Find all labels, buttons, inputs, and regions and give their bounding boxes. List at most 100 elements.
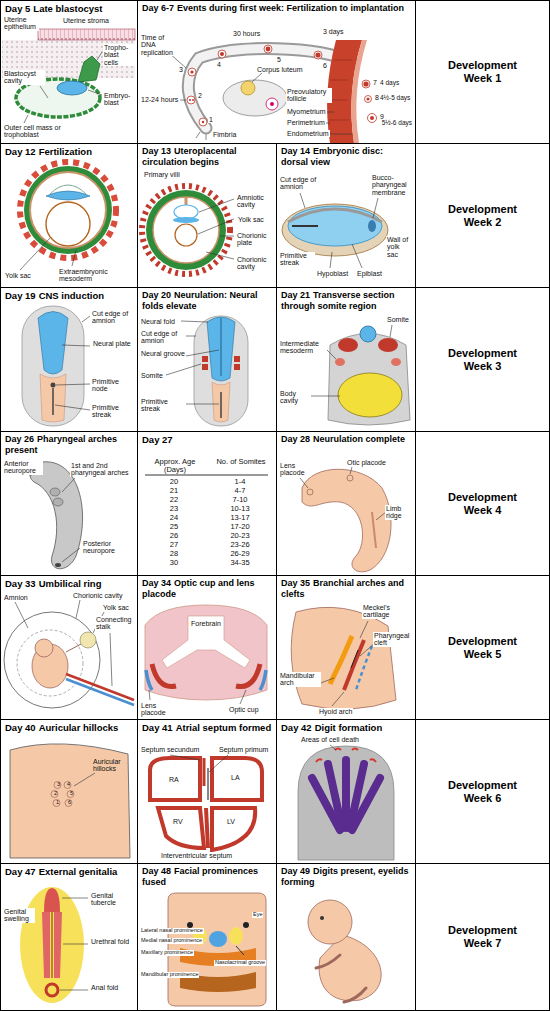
part-label: Eye <box>252 912 263 918</box>
panel-heading: Day 5Late blastocyst <box>1 1 137 17</box>
first-week-art-part-part <box>330 80 348 81</box>
day13-art-part <box>142 186 230 274</box>
day28-art <box>300 467 391 572</box>
first-week-art-part-part <box>367 98 370 101</box>
first-week-art-part-part <box>326 134 352 135</box>
day-number: Day 26 <box>5 434 34 444</box>
table-cell: 21 <box>148 487 200 495</box>
day26-art <box>30 462 83 569</box>
day35-art-part-part <box>360 621 368 638</box>
part-label: Endometrium <box>286 130 330 137</box>
panel-heading: Day 26Pharyngeal arches present <box>1 432 137 458</box>
day-number: Day 21 <box>281 290 310 300</box>
part-label: 7 <box>372 79 378 86</box>
day-number: Day 27 <box>142 434 173 445</box>
day41-art-part-part <box>209 755 228 772</box>
day47-art-part <box>42 912 50 978</box>
part-label: Body cavity <box>279 390 311 405</box>
week-label: Development Week 3 <box>448 347 517 372</box>
day19-art-part-part <box>62 345 90 346</box>
table-cell: 1-4 <box>214 478 266 486</box>
day-number: Day 5 <box>5 3 30 14</box>
day20-art-part-part <box>166 364 201 375</box>
first-week-art-part-part <box>266 47 271 52</box>
day41-art-part <box>206 808 208 848</box>
day21-art-part <box>378 338 398 352</box>
day48-art-part <box>236 946 244 955</box>
day40-art-part-part <box>67 791 74 798</box>
late-blastocyst-art-part <box>16 79 100 117</box>
day21-art-part <box>338 373 402 417</box>
day21-art-part <box>303 325 392 396</box>
part-label: Extraembryonic mesoderm <box>58 268 132 283</box>
day14-art-part-part <box>300 193 305 208</box>
day13-art-part-part <box>199 199 234 212</box>
part-label: Intermediate mesoderm <box>279 340 327 355</box>
table-cell: 13-17 <box>214 514 266 522</box>
part-label: Cut edge of amnion <box>91 310 135 325</box>
panel-heading: Day 28Neurulation complete <box>277 432 415 447</box>
day13-art-part <box>153 197 219 263</box>
table-cell: Approx. Age (Days) <box>145 458 205 474</box>
week-label: Development Week 4 <box>448 491 517 516</box>
panel-heading: Day 33Umbilical ring <box>1 576 137 592</box>
first-week-art-part-part <box>315 52 320 57</box>
part-label: Yolk sac <box>102 604 130 611</box>
panel-heading: Day 19CNS induction <box>1 288 137 304</box>
day33-art-part <box>66 674 134 700</box>
part-label: Mandibular arch <box>279 672 321 687</box>
late-blastocyst-art-part <box>38 29 135 40</box>
day-number: Day 49 <box>281 866 310 876</box>
stage-title: Auricular hillocks <box>39 722 119 733</box>
day21-art-part <box>391 358 401 366</box>
part-label: 5 <box>69 791 74 797</box>
day12-art-part <box>24 166 112 254</box>
part-label: 9 <box>379 113 385 120</box>
stage-title: Fertilization <box>39 146 92 157</box>
day33-art-part <box>17 630 83 696</box>
part-label: Neural groove <box>140 350 186 357</box>
week-label: Development Week 7 <box>448 924 517 949</box>
part-label: Optic cup <box>228 706 260 713</box>
part-label: Auricular hillocks <box>92 758 134 773</box>
day14-art-part <box>288 209 382 222</box>
day21-art-part <box>335 358 345 366</box>
part-label: Somite <box>140 372 164 379</box>
day41-art-part <box>212 758 262 800</box>
day34-art-part <box>236 664 260 687</box>
table-cell: 26 <box>148 532 200 540</box>
somite-table-rule <box>145 475 268 476</box>
table-cell: 10-13 <box>214 505 266 513</box>
day19-art-part <box>52 388 54 415</box>
part-label: 3 days <box>322 28 345 35</box>
day19-art-part-part <box>55 405 90 410</box>
day20-art-part-part <box>186 350 219 356</box>
part-label: Amnion <box>3 594 29 601</box>
day13-art-part <box>175 224 197 246</box>
part-label: 1 <box>208 116 214 123</box>
day20-art-part <box>220 392 222 418</box>
day13-art-part-part <box>198 219 234 234</box>
part-label: Outer cell mass or trophoblast <box>3 124 65 139</box>
day41-art-part <box>203 758 206 786</box>
week-heading: Development Week 6 <box>443 779 523 805</box>
day42-art-part <box>312 760 380 830</box>
day35-art-part-part <box>332 692 344 706</box>
part-label: Tropho- blast cells <box>103 44 135 66</box>
stage-title: Umbilical ring <box>39 578 102 589</box>
part-label: Cut edge of amnion <box>140 330 186 345</box>
day20-art-part <box>194 316 248 426</box>
part-label: Yolk sac <box>4 272 32 279</box>
week-label: Development Week 5 <box>448 635 517 660</box>
day20-art-part-part <box>202 356 208 362</box>
part-label: LA <box>230 774 241 781</box>
day47-art-part <box>46 984 58 996</box>
stage-title: External genitalia <box>39 866 118 877</box>
day40-art-part-part <box>54 782 61 789</box>
day12-art-part <box>20 238 76 270</box>
day42-art-part-part <box>328 764 342 828</box>
part-label: 2 <box>53 791 58 797</box>
day-panel: Day 35Branchial arches and clefts <box>276 575 416 720</box>
week-box: Development Week 7 <box>415 863 550 1011</box>
day-number: Day 41 <box>142 722 173 733</box>
